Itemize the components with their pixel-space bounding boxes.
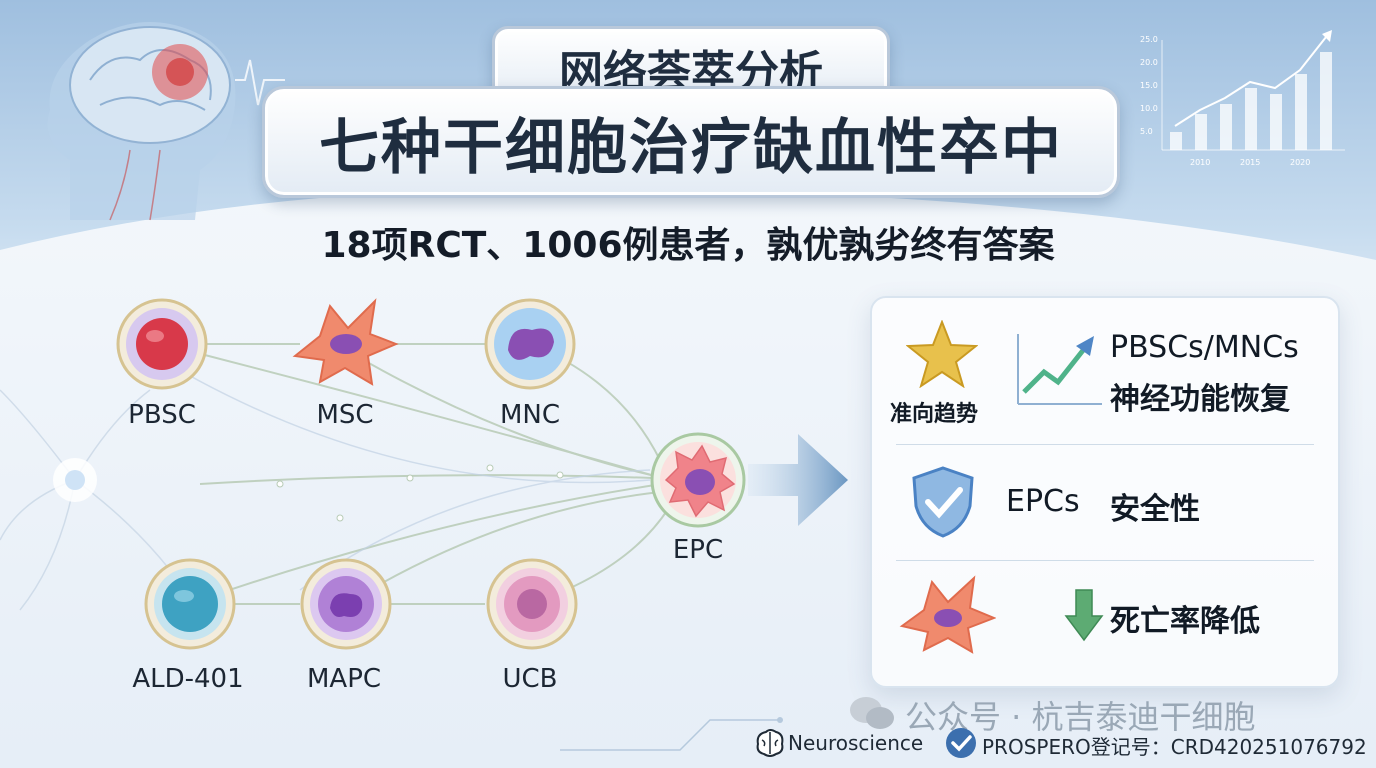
row2-desc: 安全性 bbox=[1110, 492, 1200, 527]
result-arrow bbox=[748, 434, 848, 526]
pbsc-cell-icon bbox=[116, 298, 208, 390]
row1-desc: 神经功能恢复 bbox=[1110, 382, 1290, 417]
y-tick: 5.0 bbox=[1140, 127, 1153, 136]
mnc-cell-icon bbox=[484, 298, 576, 390]
main-title-plaque: 七种干细胞治疗缺血性卒中 bbox=[262, 86, 1120, 198]
bar bbox=[1295, 74, 1307, 150]
y-tick: 20.0 bbox=[1140, 58, 1158, 67]
circuit-decoration bbox=[560, 717, 783, 751]
y-tick: 15.0 bbox=[1140, 81, 1158, 90]
divider bbox=[896, 444, 1314, 445]
bar bbox=[1320, 52, 1332, 150]
mnc-label: MNC bbox=[499, 400, 561, 430]
trend-label: 准向趋势 bbox=[890, 402, 979, 427]
pbsc-label: PBSC bbox=[128, 400, 196, 430]
down-arrow-icon bbox=[1064, 589, 1104, 642]
msc-label: MSC bbox=[316, 400, 374, 430]
ucb-label: UCB bbox=[502, 664, 558, 694]
subtitle: 18项RCT、1006例患者，孰优孰劣终有答案 bbox=[321, 225, 1055, 266]
divider bbox=[896, 560, 1314, 561]
row2-title: EPCs bbox=[1006, 484, 1080, 519]
wechat-icon bbox=[850, 697, 894, 729]
stem-cell-icon bbox=[899, 575, 996, 654]
msc-cell-icon bbox=[292, 298, 399, 386]
rising-chart-icon bbox=[1017, 334, 1102, 405]
footer-neuroscience: Neuroscience bbox=[788, 731, 924, 755]
mapc-label: MAPC bbox=[306, 664, 382, 694]
row3-desc: 死亡率降低 bbox=[1110, 604, 1260, 639]
main-title: 七种干细胞治疗缺血性卒中 bbox=[319, 112, 1063, 183]
x-tick: 2010 bbox=[1190, 158, 1210, 167]
brain-icon bbox=[756, 729, 784, 757]
bar bbox=[1195, 114, 1207, 150]
check-badge-icon bbox=[946, 728, 976, 758]
y-tick: 10.0 bbox=[1140, 104, 1158, 113]
epc-label: EPC bbox=[672, 535, 724, 565]
ucb-cell-icon bbox=[486, 558, 578, 650]
epc-cell-icon bbox=[650, 432, 746, 528]
ald401-label: ALD-401 bbox=[132, 664, 244, 694]
x-tick: 2015 bbox=[1240, 158, 1260, 167]
bar bbox=[1270, 94, 1282, 150]
mini-bar-chart: 25.0 20.0 15.0 10.0 5.0 2010 2015 2020 bbox=[1140, 30, 1345, 167]
ald401-cell-icon bbox=[144, 558, 236, 650]
results-panel: 准向趋势 PBSCs/MNCs 神经功能恢复 EPCs 安全性 死亡率降低 bbox=[870, 296, 1340, 688]
footer-prospero: PROSPERO登记号：CRD420251076792 bbox=[982, 735, 1367, 759]
star-icon bbox=[906, 320, 978, 388]
bar bbox=[1170, 132, 1182, 150]
shield-check-icon bbox=[912, 466, 974, 538]
trend-line bbox=[1174, 31, 1331, 127]
bar bbox=[1245, 88, 1257, 150]
brain-head-illustration bbox=[47, 22, 285, 221]
row1-title: PBSCs/MNCs bbox=[1110, 330, 1299, 365]
mapc-cell-icon bbox=[300, 558, 392, 650]
y-tick: 25.0 bbox=[1140, 35, 1158, 44]
x-tick: 2020 bbox=[1290, 158, 1310, 167]
bar bbox=[1220, 104, 1232, 150]
